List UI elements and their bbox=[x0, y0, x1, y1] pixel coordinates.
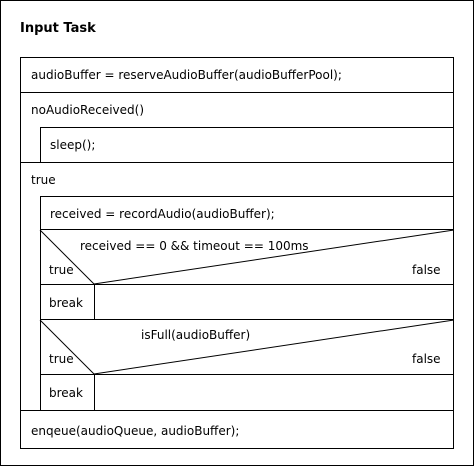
decision2-break: break bbox=[49, 386, 83, 400]
decision1-false-label: false bbox=[412, 263, 441, 277]
statement-enqueue: enqeue(audioQueue, audioBuffer); bbox=[31, 424, 240, 438]
decision2-right-diagonal bbox=[93, 319, 455, 375]
decision2-condition: isFull(audioBuffer) bbox=[141, 328, 251, 342]
decision2-true-label: true bbox=[49, 352, 74, 366]
decision2-left-diagonal bbox=[39, 319, 95, 375]
statement-sleep: sleep(); bbox=[50, 138, 96, 152]
loop-condition-no-audio: noAudioReceived() bbox=[31, 103, 145, 117]
diagram-title: Input Task bbox=[20, 21, 96, 36]
decision1-right-diagonal bbox=[93, 229, 455, 285]
decision1-break: break bbox=[49, 296, 83, 310]
statement-reserve-buffer: audioBuffer = reserveAudioBuffer(audioBu… bbox=[31, 68, 342, 82]
decision1-left-diagonal bbox=[39, 229, 95, 285]
decision1-condition: received == 0 && timeout == 100ms bbox=[80, 239, 309, 253]
loop-condition-true: true bbox=[31, 173, 56, 187]
chart-outline bbox=[20, 57, 454, 449]
statement-record-audio: received = recordAudio(audioBuffer); bbox=[50, 207, 275, 221]
decision1-true-label: true bbox=[49, 263, 74, 277]
decision2-false-label: false bbox=[412, 352, 441, 366]
